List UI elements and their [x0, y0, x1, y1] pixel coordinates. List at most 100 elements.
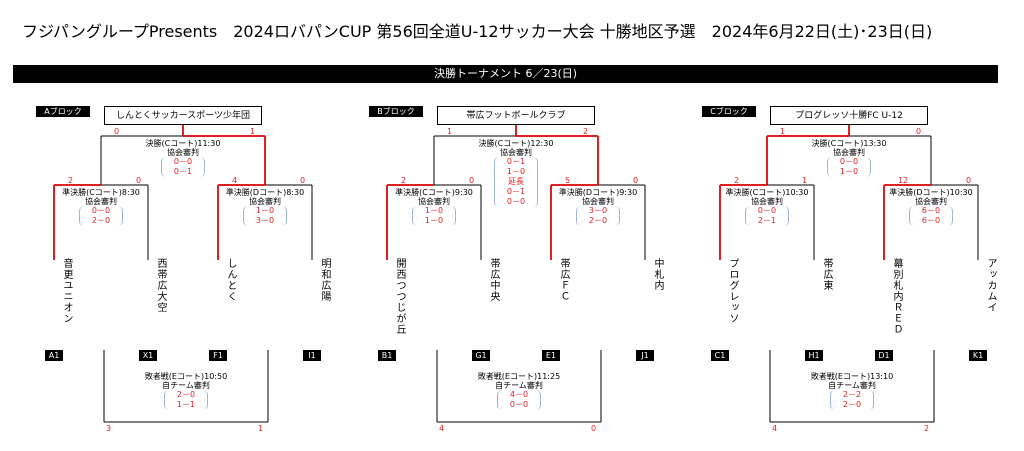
page-title: フジパングループPresents 2024ロバパンCUP 第56回全道U-12サ…	[22, 22, 933, 41]
score-line: 2－1	[757, 216, 777, 225]
team-seed-label: A1	[45, 350, 63, 361]
section-banner: 決勝トーナメント 6／23(日)	[13, 65, 998, 83]
score-line: 1－0	[424, 216, 444, 225]
score-line: 6－0	[921, 216, 941, 225]
score-line: 0－1	[506, 157, 526, 166]
final-right-score: 2	[583, 127, 589, 136]
score-line: 4－0	[509, 390, 529, 399]
champion-box: しんとくサッカースポーツ少年団	[104, 106, 262, 125]
score-line: 0－0	[91, 206, 111, 215]
score-line: 2－0	[91, 216, 111, 225]
team-name: 帯広東	[821, 258, 832, 291]
score-line: 延長	[508, 177, 524, 186]
semi-right-title: 準決勝(Dコート)8:30	[225, 188, 305, 197]
team-name: 明和広陽	[319, 258, 330, 302]
final-left-score: 1	[780, 127, 786, 136]
semi-right-title: 準決勝(Dコート)9:30	[558, 188, 638, 197]
team-name: 帯広ＦＣ	[558, 258, 569, 302]
final-right-score: 0	[916, 127, 922, 136]
team-name: アッカムイ	[985, 258, 996, 313]
team-name: 帯広中央	[488, 258, 499, 302]
third-title: 敗者戦(Eコート)11:25	[477, 372, 561, 381]
semi-left-referee: 協会審判	[418, 197, 450, 206]
semi-left-right-score: 0	[136, 176, 142, 185]
final-referee: 協会審判	[500, 148, 532, 157]
team-seed-label: X1	[139, 350, 157, 361]
semi-left-title: 準決勝(Cコート)10:30	[725, 188, 809, 197]
third-right-score: 2	[924, 424, 930, 433]
score-line: 1－0	[839, 167, 859, 176]
semi-left-left-score: 2	[401, 176, 407, 185]
score-line: 0－1	[173, 167, 193, 176]
final-referee: 協会審判	[833, 148, 865, 157]
score-line: 0－0	[839, 157, 859, 166]
team-seed-label: I1	[303, 350, 321, 361]
semi-right-referee: 協会審判	[582, 197, 614, 206]
score-line: 0－0	[509, 400, 529, 409]
semi-right-left-score: 4	[232, 176, 238, 185]
block-tag: Cブロック	[702, 106, 756, 117]
score-line: 2－0	[588, 216, 608, 225]
team-seed-label: J1	[636, 350, 654, 361]
semi-right-right-score: 0	[300, 176, 306, 185]
third-title: 敗者戦(Eコート)13:10	[810, 372, 894, 381]
team-name: 幕別札内ＲＥＤ	[891, 258, 902, 335]
score-line: 0－0	[506, 197, 526, 206]
third-right-score: 0	[591, 424, 597, 433]
score-line: 0－0	[757, 206, 777, 215]
final-title: 決勝(Cコート)12:30	[478, 139, 554, 148]
team-name: 西帯広大空	[155, 258, 166, 313]
score-line: 3－0	[255, 216, 275, 225]
semi-right-referee: 協会審判	[249, 197, 281, 206]
score-line: 1－1	[176, 400, 196, 409]
team-seed-label: F1	[209, 350, 227, 361]
final-right-score: 1	[250, 127, 256, 136]
third-title: 敗者戦(Eコート)10:50	[144, 372, 228, 381]
third-left-score: 4	[439, 424, 445, 433]
block-tag: Bブロック	[369, 106, 423, 117]
third-referee: 自チーム審判	[828, 381, 876, 390]
champion-box: プログレッソ十勝FC U-12	[770, 106, 928, 125]
semi-right-referee: 協会審判	[915, 197, 947, 206]
score-line: 1－0	[424, 206, 444, 215]
team-seed-label: D1	[875, 350, 893, 361]
semi-right-title: 準決勝(Dコート)10:30	[889, 188, 973, 197]
team-name: 開西つつじが丘	[394, 258, 405, 335]
team-seed-label: H1	[805, 350, 823, 361]
score-line: 6－0	[921, 206, 941, 215]
semi-left-referee: 協会審判	[751, 197, 783, 206]
final-title: 決勝(Cコート)11:30	[145, 139, 221, 148]
third-right-score: 1	[258, 424, 264, 433]
final-left-score: 1	[447, 127, 453, 136]
semi-left-referee: 協会審判	[85, 197, 117, 206]
team-seed-label: G1	[472, 350, 490, 361]
semi-right-left-score: 12	[898, 176, 909, 185]
third-left-score: 3	[106, 424, 112, 433]
semi-left-right-score: 1	[802, 176, 808, 185]
third-left-score: 4	[772, 424, 778, 433]
team-name: しんとく	[225, 258, 236, 302]
block-tag: Aブロック	[36, 106, 90, 117]
team-seed-label: C1	[711, 350, 729, 361]
score-line: 1－0	[255, 206, 275, 215]
third-referee: 自チーム審判	[162, 381, 210, 390]
score-line: 2－0	[842, 400, 862, 409]
final-left-score: 0	[114, 127, 120, 136]
semi-left-left-score: 2	[68, 176, 74, 185]
semi-right-right-score: 0	[633, 176, 639, 185]
final-title: 決勝(Cコート)13:30	[811, 139, 887, 148]
team-name: プログレッソ	[727, 258, 738, 324]
score-line: 2－0	[176, 390, 196, 399]
champion-box: 帯広フットボールクラブ	[437, 106, 595, 125]
score-line: 2－2	[842, 390, 862, 399]
semi-right-left-score: 5	[565, 176, 571, 185]
